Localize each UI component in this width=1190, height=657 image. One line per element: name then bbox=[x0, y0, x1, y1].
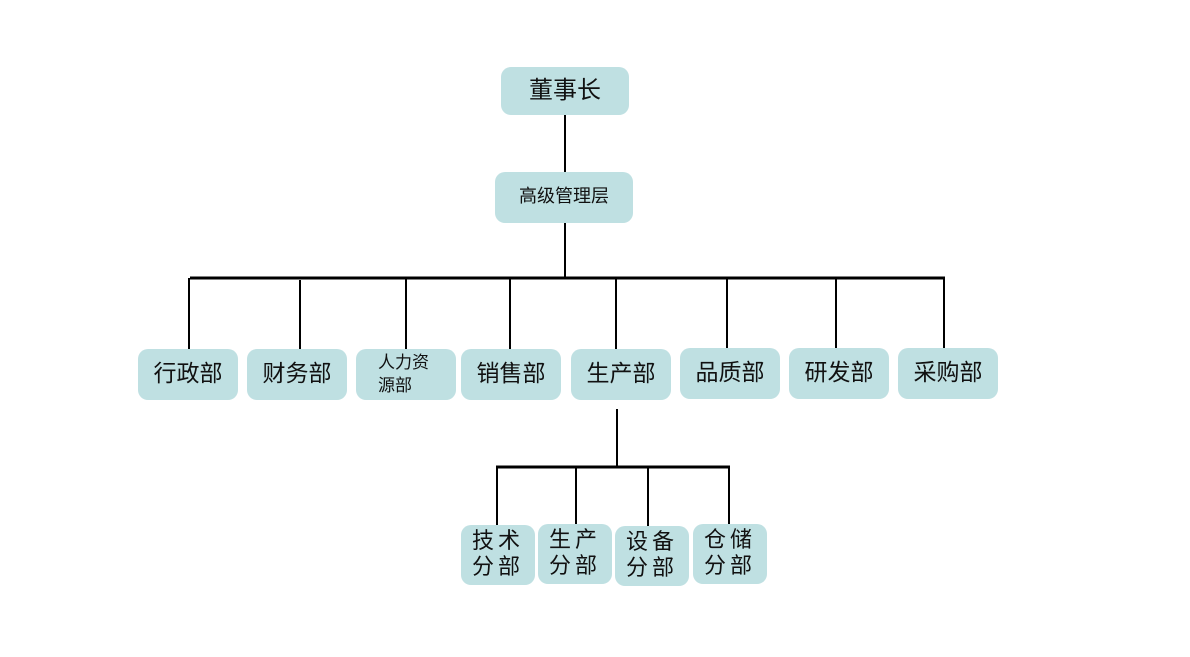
dept-label: 研发部 bbox=[804, 360, 874, 387]
node-dept-rnd: 研发部 bbox=[789, 348, 889, 399]
dept-label: 采购部 bbox=[913, 360, 983, 387]
node-sub-production: 生产 分部 bbox=[538, 524, 612, 584]
dept-label: 行政部 bbox=[153, 361, 223, 388]
node-chairman: 董事长 bbox=[501, 67, 629, 115]
sub-label-line1: 生产 bbox=[548, 527, 601, 553]
sub-label-line1: 技术 bbox=[471, 528, 524, 554]
node-sub-technical: 技术 分部 bbox=[461, 525, 535, 585]
node-dept-production: 生产部 bbox=[571, 349, 671, 400]
dept-label: 财务部 bbox=[262, 361, 332, 388]
sub-label-line1: 仓储 bbox=[703, 527, 756, 553]
dept-label: 人力资 bbox=[378, 352, 429, 373]
node-dept-hr: 人力资 源部 bbox=[356, 349, 456, 400]
dept-label: 品质部 bbox=[695, 360, 765, 387]
sub-label-line2: 分部 bbox=[471, 555, 524, 580]
node-senior-management: 高级管理层 bbox=[495, 172, 633, 223]
node-senior-management-label: 高级管理层 bbox=[519, 186, 609, 208]
dept-label-line2: 源部 bbox=[378, 375, 412, 396]
dept-label: 生产部 bbox=[586, 361, 656, 388]
sub-label-line2: 分部 bbox=[548, 554, 601, 579]
node-sub-warehouse: 仓储 分部 bbox=[693, 524, 767, 584]
node-sub-equipment: 设备 分部 bbox=[615, 526, 689, 586]
node-dept-finance: 财务部 bbox=[247, 349, 347, 400]
node-dept-sales: 销售部 bbox=[461, 349, 561, 400]
dept-label: 销售部 bbox=[476, 361, 546, 388]
node-dept-quality: 品质部 bbox=[680, 348, 780, 399]
node-dept-admin: 行政部 bbox=[138, 349, 238, 400]
sub-label-line2: 分部 bbox=[625, 556, 678, 581]
node-dept-purchasing: 采购部 bbox=[898, 348, 998, 399]
node-chairman-label: 董事长 bbox=[529, 76, 601, 105]
sub-label-line1: 设备 bbox=[625, 529, 678, 555]
sub-label-line2: 分部 bbox=[703, 554, 756, 579]
